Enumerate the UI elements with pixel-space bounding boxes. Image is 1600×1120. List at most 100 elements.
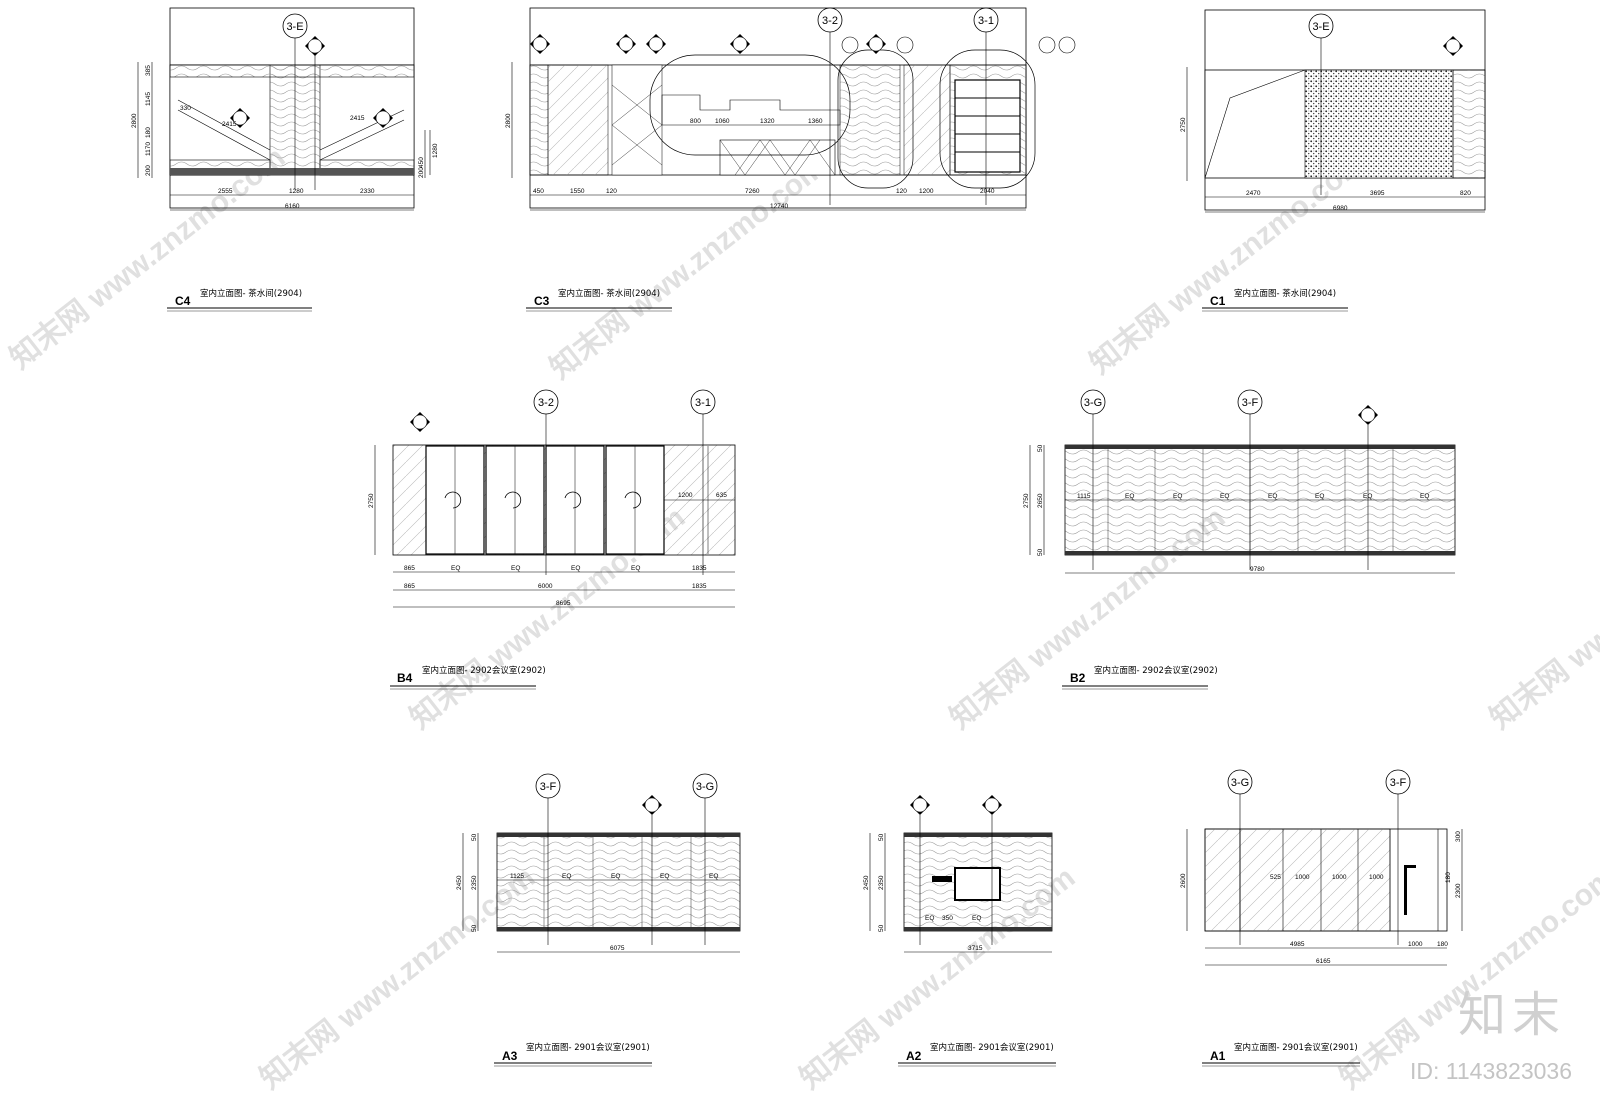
watermark-text-3: 知末网 www.znzmo.com: [1084, 146, 1371, 381]
svg-text:385: 385: [145, 65, 152, 76]
svg-text:EQ: EQ: [1363, 493, 1372, 500]
watermark-text-2: 知末网 www.znzmo.com: [544, 151, 831, 386]
svg-text:200: 200: [418, 167, 425, 178]
c4-dim-total: 6160: [285, 203, 300, 210]
svg-text:3-2: 3-2: [822, 15, 838, 27]
b2-title-code: B2: [1070, 671, 1086, 685]
svg-text:1000: 1000: [1332, 874, 1347, 881]
c1-title-code: C1: [1210, 294, 1226, 308]
svg-text:EQ: EQ: [925, 915, 934, 922]
svg-text:2650: 2650: [1037, 493, 1044, 508]
svg-text:1000: 1000: [1408, 941, 1423, 948]
svg-text:EQ: EQ: [1315, 493, 1324, 500]
svg-text:300: 300: [1455, 831, 1462, 842]
a1-dim-height: 2600: [1180, 873, 1187, 888]
a3-title-text: 室内立面图- 2901会议室(2901): [526, 1042, 650, 1053]
svg-text:2470: 2470: [1246, 190, 1261, 197]
svg-text:EQ: EQ: [511, 565, 520, 572]
asset-id-watermark: ID: 1143823036: [1410, 1058, 1572, 1084]
svg-text:50: 50: [878, 833, 885, 841]
svg-text:1550: 1550: [570, 188, 585, 195]
svg-text:50: 50: [471, 833, 478, 841]
svg-text:3-G: 3-G: [1084, 397, 1102, 409]
svg-text:3-G: 3-G: [1231, 777, 1249, 789]
b2-dim-total: 9780: [1250, 566, 1265, 573]
c4-dim-seg-1: 2555: [218, 188, 233, 195]
svg-text:1280: 1280: [432, 143, 439, 158]
brand-watermark: 知末: [1457, 987, 1566, 1043]
b4-dim-total: 8695: [556, 600, 571, 607]
elevation-c3: 3-2 3-1 800 1060 1320 1360 2800 450 1550…: [505, 7, 1076, 312]
c1-dim-total: 6980: [1333, 205, 1348, 212]
b4-title-text: 室内立面图- 2902会议室(2902): [422, 665, 546, 676]
svg-text:1200: 1200: [678, 492, 693, 499]
svg-text:3-1: 3-1: [978, 15, 994, 27]
elevation-b4: 3-2 3-1 1200 635 2750 865 EQ EQ EQ EQ 18…: [368, 389, 736, 690]
c4-dim-height: 2800: [131, 113, 138, 128]
svg-text:50: 50: [878, 924, 885, 932]
elevation-a2: EQ 350 EQ 2450 2350 50 50 3715 A2 室内立面图-…: [863, 795, 1056, 1067]
svg-text:120: 120: [896, 188, 907, 195]
svg-text:EQ: EQ: [562, 873, 571, 880]
svg-text:635: 635: [716, 492, 727, 499]
svg-text:3695: 3695: [1370, 190, 1385, 197]
svg-text:1320: 1320: [760, 118, 775, 125]
svg-text:1000: 1000: [1295, 874, 1310, 881]
svg-text:350: 350: [942, 915, 953, 922]
c4-dim-seg-3: 2330: [360, 188, 375, 195]
c4-dim-seg-2: 1280: [289, 188, 304, 195]
svg-text:1835: 1835: [692, 583, 707, 590]
svg-text:3-G: 3-G: [696, 781, 714, 793]
elevation-c4: 3-E 330 2415 2415 2800 385 1145 180 1170…: [131, 7, 439, 312]
a3-wall: [496, 832, 741, 932]
svg-text:2350: 2350: [471, 875, 478, 890]
svg-text:EQ: EQ: [571, 565, 580, 572]
svg-text:3-E: 3-E: [1312, 21, 1329, 33]
svg-text:EQ: EQ: [611, 873, 620, 880]
elevation-c1: 3-E 2750 2470 3695 820 6980 C1 室内立面图- 茶水…: [1180, 9, 1486, 312]
svg-text:3-1: 3-1: [695, 397, 711, 409]
svg-text:800: 800: [690, 118, 701, 125]
svg-text:7260: 7260: [745, 188, 760, 195]
b4-title-code: B4: [397, 671, 413, 685]
svg-text:180: 180: [1445, 872, 1452, 883]
svg-text:EQ: EQ: [1220, 493, 1229, 500]
svg-text:2350: 2350: [878, 875, 885, 890]
c1-title-text: 室内立面图- 茶水间(2904): [1234, 288, 1336, 299]
b4-dim-height: 2750: [368, 493, 375, 508]
a2-dim-height: 2450: [863, 875, 870, 890]
a1-title-code: A1: [1210, 1049, 1226, 1063]
svg-text:EQ: EQ: [1420, 493, 1429, 500]
svg-text:EQ: EQ: [1268, 493, 1277, 500]
svg-text:4985: 4985: [1290, 941, 1305, 948]
a3-title-code: A3: [502, 1049, 518, 1063]
b2-title-text: 室内立面图- 2902会议室(2902): [1094, 665, 1218, 676]
svg-text:1115: 1115: [1077, 493, 1091, 500]
c4-grid-bubble: [282, 13, 308, 39]
c1-dim-height: 2750: [1180, 117, 1187, 132]
svg-text:50: 50: [1037, 548, 1044, 556]
a3-dim-total: 6075: [610, 945, 625, 952]
svg-text:2300: 2300: [1455, 883, 1462, 898]
svg-text:3-F: 3-F: [540, 781, 557, 793]
c4-title-code: C4: [175, 294, 191, 308]
svg-text:1145: 1145: [145, 92, 152, 106]
watermark-layer: 知末网 www.znzmo.com 知末网 www.znzmo.com 知末网 …: [4, 141, 1600, 1096]
svg-text:1200: 1200: [919, 188, 934, 195]
c3-title-text: 室内立面图- 茶水间(2904): [558, 288, 660, 299]
c4-title-text: 室内立面图- 茶水间(2904): [200, 288, 302, 299]
svg-text:6000: 6000: [538, 583, 553, 590]
svg-text:EQ: EQ: [1125, 493, 1134, 500]
svg-text:50: 50: [471, 924, 478, 932]
elevation-a1: 3-G 3-F 525 1000 1000 1000 2600 2300 300…: [1180, 769, 1463, 1067]
svg-text:EQ: EQ: [660, 873, 669, 880]
svg-text:EQ: EQ: [451, 565, 460, 572]
svg-text:3-F: 3-F: [1242, 397, 1259, 409]
svg-text:3-F: 3-F: [1390, 777, 1407, 789]
svg-text:120: 120: [606, 188, 617, 195]
svg-text:EQ: EQ: [709, 873, 718, 880]
svg-text:1060: 1060: [715, 118, 730, 125]
c3-dim-total: 12740: [770, 203, 788, 210]
a1-title-text: 室内立面图- 2901会议室(2901): [1234, 1042, 1358, 1053]
